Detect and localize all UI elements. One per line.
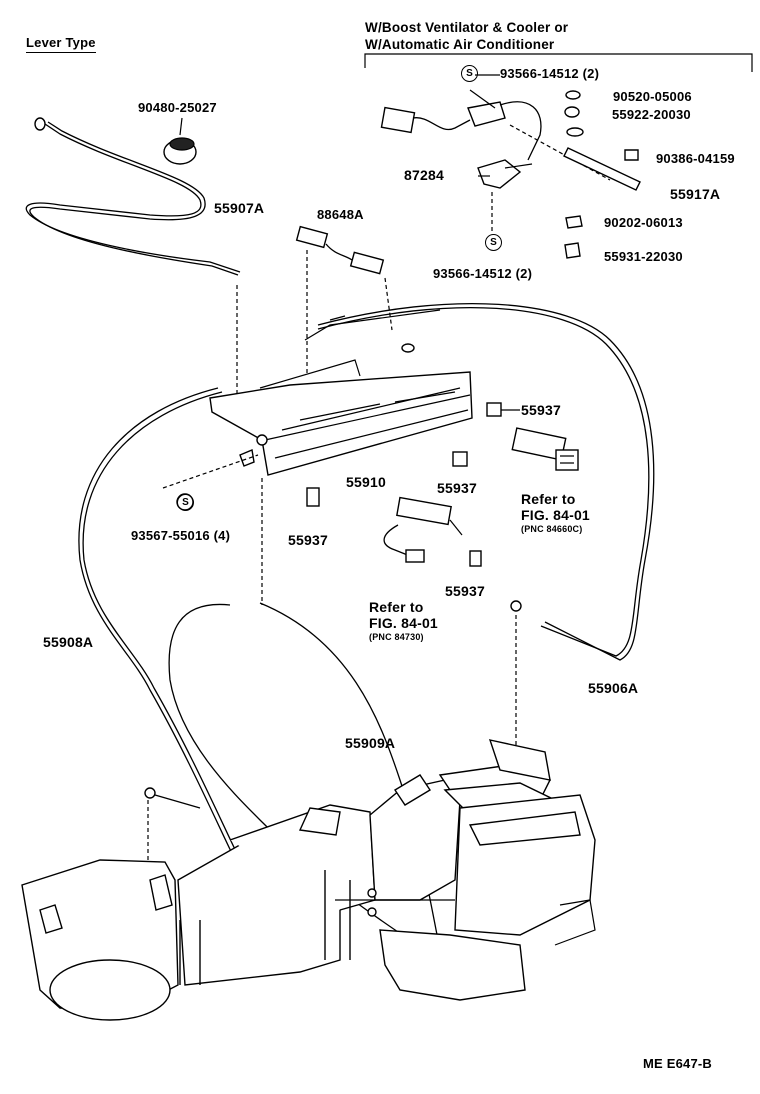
lever-type-heading: Lever Type bbox=[26, 35, 96, 53]
part-label-55910: 55910 bbox=[346, 474, 386, 490]
part-label-55917A: 55917A bbox=[670, 186, 721, 202]
knob-55937-c bbox=[306, 487, 320, 507]
part-label-55937-d: 55937 bbox=[445, 583, 485, 599]
part-label-88648A: 88648A bbox=[317, 207, 364, 222]
refer-note-2-line2: FIG. 84-01 bbox=[369, 615, 438, 631]
part-label-90202: 90202-06013 bbox=[604, 215, 683, 230]
s-mark-icon-left: S bbox=[177, 494, 194, 511]
part-label-90386: 90386-04159 bbox=[656, 151, 735, 166]
part-label-55931: 55931-22030 bbox=[604, 249, 683, 264]
refer-note-2-line1: Refer to bbox=[369, 599, 424, 615]
knob-55937-a bbox=[486, 402, 520, 417]
part-label-55906A: 55906A bbox=[588, 680, 639, 696]
part-label-55937-b: 55937 bbox=[437, 480, 477, 496]
refer-note-1-pnc: (PNC 84660C) bbox=[521, 524, 583, 534]
control-head-55910 bbox=[209, 309, 473, 476]
part-label-55909A: 55909A bbox=[345, 735, 396, 751]
variant-heading-line1: W/Boost Ventilator & Cooler or bbox=[365, 20, 569, 35]
variant-bracket bbox=[364, 53, 753, 72]
part-label-93566-bottom: 93566-14512 (2) bbox=[433, 266, 533, 281]
connector-88648A bbox=[295, 225, 393, 375]
cable-55906A bbox=[317, 303, 655, 760]
part-label-55937-a: 55937 bbox=[521, 402, 561, 418]
switch-module-84660C bbox=[511, 427, 579, 471]
cable-55908A bbox=[78, 387, 245, 871]
refer-note-1-line1: Refer to bbox=[521, 491, 576, 507]
refer-note-2-pnc: (PNC 84730) bbox=[369, 632, 424, 642]
variant-heading-line2: W/Automatic Air Conditioner bbox=[365, 37, 555, 52]
part-label-93566-top: 93566-14512 (2) bbox=[500, 66, 600, 81]
knob-55937-b bbox=[452, 451, 468, 467]
part-label-55937-c: 55937 bbox=[288, 532, 328, 548]
grommet-90480 bbox=[163, 117, 197, 165]
s-mark-icon-bottom: S bbox=[485, 234, 502, 251]
part-label-90480: 90480-25027 bbox=[138, 100, 217, 115]
part-label-87284: 87284 bbox=[404, 167, 444, 183]
switch-84730 bbox=[383, 496, 463, 563]
part-label-55908A: 55908A bbox=[43, 634, 94, 650]
part-label-55907A: 55907A bbox=[214, 200, 265, 216]
cable-55907A bbox=[25, 117, 241, 395]
knob-55937-d bbox=[469, 550, 482, 567]
part-label-93567: 93567-55016 (4) bbox=[131, 528, 231, 543]
part-label-55922: 55922-20030 bbox=[612, 107, 691, 122]
part-label-90520: 90520-05006 bbox=[613, 89, 692, 104]
heater-unit bbox=[21, 739, 596, 1021]
refer-note-1-line2: FIG. 84-01 bbox=[521, 507, 590, 523]
variant-parts bbox=[380, 74, 641, 259]
s-mark-icon-top: S bbox=[461, 65, 478, 82]
figure-code: ME E647-B bbox=[643, 1056, 712, 1071]
